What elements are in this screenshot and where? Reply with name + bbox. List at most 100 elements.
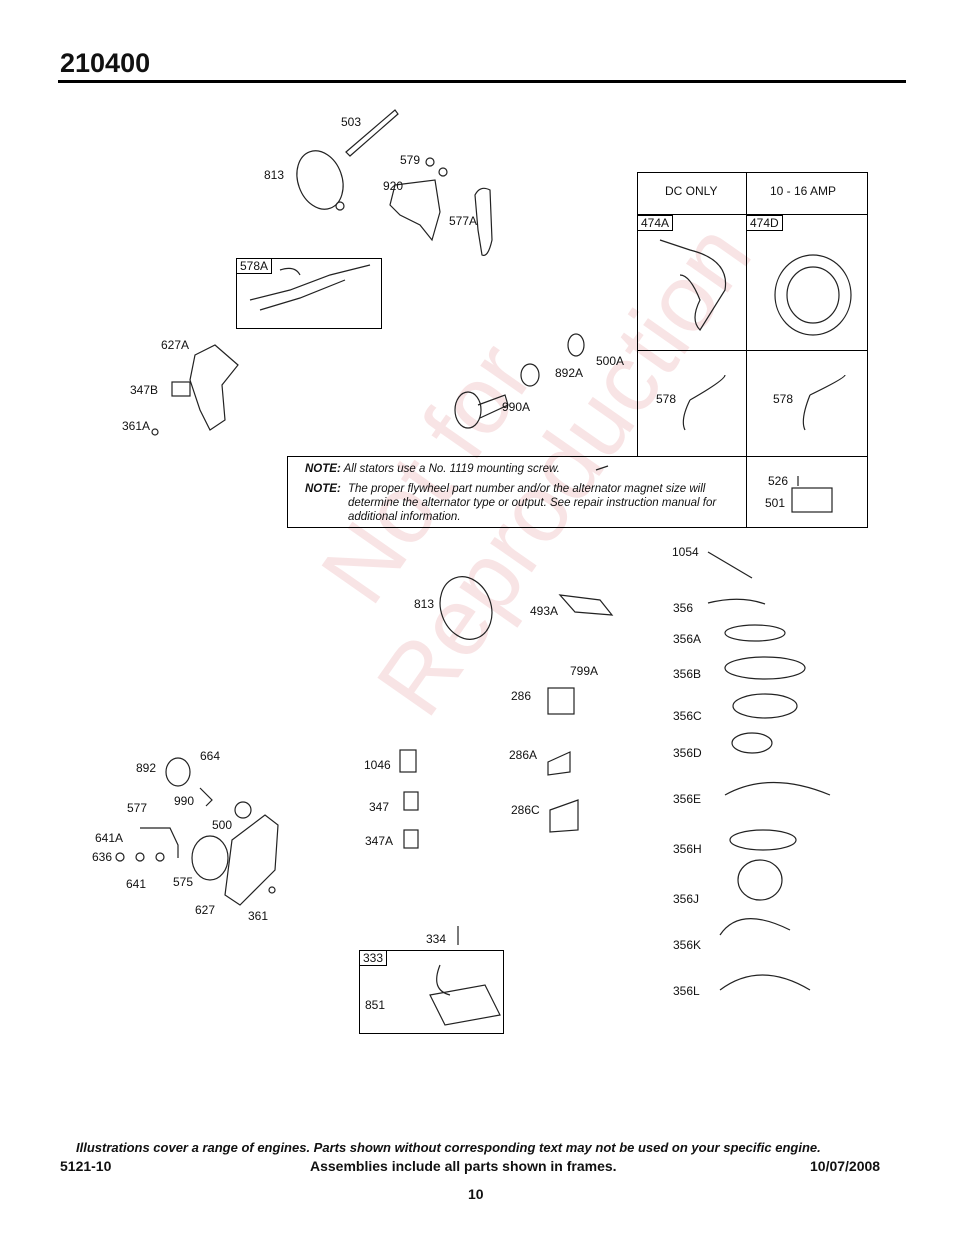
- title-rule: [58, 80, 906, 83]
- label-501: 501: [765, 496, 786, 510]
- label-361: 361: [248, 909, 269, 923]
- part-356E-shape: [724, 782, 831, 796]
- part-813b-shape: [439, 576, 493, 640]
- label-575: 575: [173, 875, 194, 889]
- part-990A-shape: [454, 391, 482, 429]
- footer-date: 10/07/2008: [810, 1158, 881, 1174]
- part-333-shape: [429, 984, 501, 1026]
- label-356A: 356A: [673, 632, 702, 646]
- label-286A: 286A: [509, 748, 538, 762]
- part-474D-shape: [774, 254, 852, 336]
- label-503: 503: [341, 115, 362, 129]
- label-799A: 799A: [570, 664, 599, 678]
- part-356C-shape: [732, 693, 798, 719]
- col-dc-only: DC ONLY: [665, 184, 718, 198]
- page-number: 10: [468, 1186, 484, 1202]
- note-box: [287, 456, 868, 528]
- label-892A: 892A: [555, 366, 584, 380]
- part-500-shape: [234, 801, 252, 819]
- label-851: 851: [365, 998, 386, 1012]
- part-347A-shape: [403, 829, 419, 849]
- label-636: 636: [92, 850, 113, 864]
- footer-center: Assemblies include all parts shown in fr…: [310, 1158, 617, 1174]
- part-627-shape: [224, 814, 279, 906]
- label-1054: 1054: [672, 545, 699, 559]
- part-356-shape: [707, 598, 766, 605]
- part-1046-shape: [399, 749, 417, 773]
- label-347: 347: [369, 800, 390, 814]
- label-286: 286: [511, 689, 532, 703]
- footer-left: 5121-10: [60, 1158, 112, 1174]
- part-920-shape: [389, 179, 441, 242]
- part-503-shape: [345, 109, 399, 157]
- label-361A: 361A: [122, 419, 151, 433]
- label-356B: 356B: [673, 667, 702, 681]
- part-892-shape: [165, 757, 191, 787]
- label-493A: 493A: [530, 604, 559, 618]
- tag-578A: 578A: [236, 258, 273, 274]
- label-627: 627: [195, 903, 216, 917]
- label-347B: 347B: [130, 383, 159, 397]
- label-356L: 356L: [673, 984, 700, 998]
- label-990: 990: [174, 794, 195, 808]
- tag-474A: 474A: [637, 215, 674, 231]
- col-10-16-amp: 10 - 16 AMP: [770, 184, 837, 198]
- part-578-shape-2: [802, 374, 846, 431]
- label-577: 577: [127, 801, 148, 815]
- label-641A: 641A: [95, 831, 124, 845]
- part-356D-shape: [731, 732, 773, 754]
- part-356B-shape: [724, 656, 806, 680]
- part-356L-shape: [719, 974, 811, 991]
- part-356J-shape: [737, 859, 783, 901]
- label-526: 526: [768, 474, 789, 488]
- part-356H-shape: [729, 829, 797, 851]
- label-578-b: 578: [773, 392, 794, 406]
- frame-578A: [236, 258, 382, 329]
- label-500: 500: [212, 818, 233, 832]
- label-334: 334: [426, 932, 447, 946]
- part-286A-shape: [547, 751, 571, 776]
- label-641: 641: [126, 877, 147, 891]
- label-1046: 1046: [364, 758, 391, 772]
- note-1: NOTE: All stators use a No. 1119 mountin…: [305, 463, 560, 475]
- label-356E: 356E: [673, 792, 702, 806]
- part-578-shape-1: [682, 374, 726, 431]
- label-356H: 356H: [673, 842, 702, 856]
- label-356: 356: [673, 601, 694, 615]
- label-813: 813: [264, 168, 285, 182]
- part-1054-shape: [707, 551, 753, 579]
- part-578A-shape: [249, 264, 371, 311]
- part-474A-shape: [659, 239, 727, 331]
- part-575-shape: [191, 835, 229, 881]
- part-501-shape: [791, 487, 833, 513]
- label-892: 892: [136, 761, 157, 775]
- frame-333: [359, 950, 504, 1034]
- label-920: 920: [383, 179, 404, 193]
- part-286-shape: [547, 687, 575, 715]
- part-286C-shape: [549, 799, 579, 833]
- label-347A: 347A: [365, 834, 394, 848]
- part-990-shape: [199, 787, 213, 807]
- part-356A-shape: [724, 624, 786, 642]
- label-577A: 577A: [449, 214, 478, 228]
- label-813-b: 813: [414, 597, 435, 611]
- footer-disclaimer: Illustrations cover a range of engines. …: [76, 1140, 821, 1155]
- part-356K-shape: [719, 918, 791, 936]
- label-578-a: 578: [656, 392, 677, 406]
- page-title: 210400: [60, 48, 151, 78]
- part-347-shape: [403, 791, 419, 811]
- part-493A-shape: [558, 594, 614, 616]
- label-500A: 500A: [596, 354, 625, 368]
- part-500A-shape: [567, 333, 585, 357]
- label-579: 579: [400, 153, 421, 167]
- part-813-shape: [296, 150, 344, 210]
- part-347B-shape: [171, 381, 191, 397]
- label-627A: 627A: [161, 338, 190, 352]
- note-2-prefix: NOTE:: [305, 483, 341, 495]
- tag-333: 333: [359, 950, 388, 966]
- part-577A-shape: [474, 187, 493, 257]
- label-356D: 356D: [673, 746, 702, 760]
- label-356K: 356K: [673, 938, 702, 952]
- tag-474D: 474D: [746, 215, 783, 231]
